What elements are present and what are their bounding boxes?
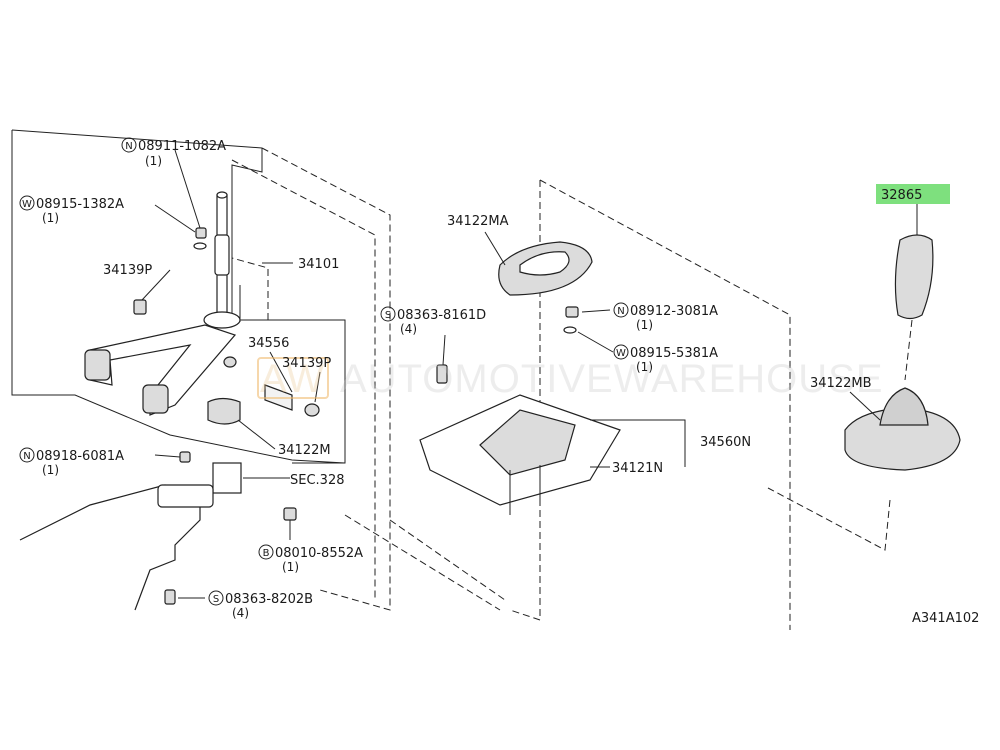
label-34101: 34101 xyxy=(298,257,339,272)
label-sec328: SEC.328 xyxy=(290,473,345,488)
prefix-n-08918: N xyxy=(23,451,30,462)
svg-text:AW: AW xyxy=(260,357,325,401)
prefix-n: N xyxy=(125,141,132,152)
watermark-text: AUTOMOTIVEWAREHOUSE xyxy=(340,357,884,401)
label-32865[interactable]: 32865 xyxy=(881,188,922,203)
prefix-s-8202: S xyxy=(213,594,219,605)
label-08912-3081a: 08912-3081A xyxy=(630,304,718,319)
label-34122mb: 34122MB xyxy=(810,376,872,391)
leader-lines xyxy=(141,149,918,599)
shift-knob-assembly xyxy=(844,234,961,471)
label-08915-1382a: 08915-1382A xyxy=(36,197,124,212)
label-34122ma: 34122MA xyxy=(447,214,509,229)
highlight-32865 xyxy=(876,184,950,204)
count-08915-1382a: (1) xyxy=(42,211,59,225)
label-08918-6081a: 08918-6081A xyxy=(36,449,124,464)
label-34139p-b: 34139P xyxy=(282,356,331,371)
label-08363-8202b: 08363-8202B xyxy=(225,592,313,607)
count-08363-8161d: (4) xyxy=(400,322,417,336)
count-08363-8202b: (4) xyxy=(232,606,249,620)
shift-lever-assembly xyxy=(19,191,320,611)
label-34556: 34556 xyxy=(248,336,289,351)
count-08915-5381a: (1) xyxy=(636,360,653,374)
prefix-b: B xyxy=(263,548,270,559)
prefix-s-8161: S xyxy=(385,310,391,321)
label-34122m: 34122M xyxy=(278,443,331,458)
shift-knob-32865 xyxy=(894,234,934,320)
watermark-logo: AW AUTOMOTIVEWAREHOUSE xyxy=(257,357,884,401)
frame-lines xyxy=(11,129,913,630)
label-34121n: 34121N xyxy=(612,461,663,476)
label-08911-1082a: 08911-1082A xyxy=(138,139,226,154)
prefix-w-5381: W xyxy=(616,348,626,359)
count-08912: (1) xyxy=(636,318,653,332)
part-labels: N 08911-1082A (1) W 08915-1382A (1) 3413… xyxy=(19,137,979,626)
label-08363-8161d: 08363-8161D xyxy=(397,308,486,323)
prefix-n-08912: N xyxy=(617,306,624,317)
console-plate-assembly xyxy=(419,241,621,515)
label-34139p-a: 34139P xyxy=(103,263,152,278)
diagram-code: A341A102 xyxy=(912,611,979,626)
label-08010-8552a: 08010-8552A xyxy=(275,546,363,561)
count-08911: (1) xyxy=(145,154,162,168)
count-08010: (1) xyxy=(282,560,299,574)
prefix-w: W xyxy=(22,199,32,210)
label-34560n: 34560N xyxy=(700,435,751,450)
label-08915-5381a: 08915-5381A xyxy=(630,346,718,361)
count-08918: (1) xyxy=(42,463,59,477)
